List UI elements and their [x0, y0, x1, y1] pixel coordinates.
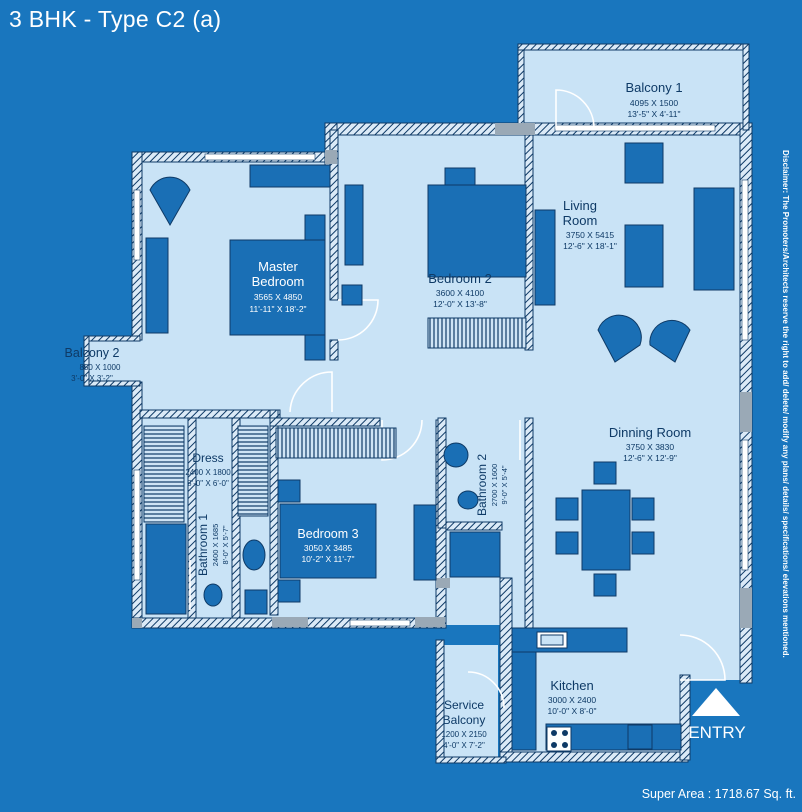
kitchen-name: Kitchen [550, 678, 593, 693]
page-title: 3 BHK - Type C2 (a) [9, 6, 222, 32]
bathroom1-name: Bathroom 1 [196, 514, 210, 576]
kitchen-ft: 10'-0" X 8'-0" [548, 706, 597, 716]
dress-mm: 2400 X 1800 [185, 468, 231, 477]
master-mm: 3565 X 4850 [254, 292, 302, 302]
balcony1-mm: 4095 X 1500 [630, 98, 678, 108]
bedroom3-name: Bedroom 3 [297, 527, 358, 541]
furniture [145, 142, 735, 751]
chair-left [597, 314, 642, 363]
bedroom2-name: Bedroom 2 [428, 271, 492, 286]
bedroom2-ft: 12'-0" X 13'-8" [433, 299, 487, 309]
living-ft: 12'-6" X 18'-1" [563, 241, 617, 251]
super-area: Super Area : 1718.67 Sq. ft. [641, 787, 796, 801]
armchair [624, 142, 664, 184]
balcony2-mm: 850 X 1000 [80, 363, 121, 372]
bedroom2-bed [427, 184, 527, 278]
master-name1: Master [258, 259, 298, 274]
balcony2-name: Balcony 2 [65, 346, 120, 360]
coffee-table [624, 224, 664, 288]
window-panes [133, 124, 749, 627]
dining-table [581, 489, 631, 571]
dress-name: Dress [192, 451, 223, 465]
living-name2: Room [563, 213, 598, 228]
master-ft: 11'-11" X 18'-2" [249, 304, 306, 314]
bathroom2-ft: 9'-0" X 5'-4" [500, 465, 509, 504]
wardrobes [143, 317, 527, 523]
balcony2-ft: 3'-0" X 3'-2" [71, 374, 113, 383]
living-mm: 3750 X 5415 [566, 230, 614, 240]
bedroom3-bed [279, 503, 377, 579]
bathroom1-mm: 2400 X 1685 [211, 524, 220, 567]
disclaimer-text: Disclaimer: The Promoters/Architects res… [781, 150, 790, 658]
master-name2: Bedroom [252, 274, 305, 289]
living-name1: Living [563, 198, 597, 213]
bedroom3-mm: 3050 X 3485 [304, 543, 352, 553]
bedroom2-mm: 3600 X 4100 [436, 288, 484, 298]
dress-ft: 8'-0" X 6'-0" [187, 479, 229, 488]
balcony1-ft: 13'-5" X 4'-11" [627, 109, 680, 119]
doors [189, 89, 726, 709]
master-bed [229, 239, 326, 336]
sofa [693, 187, 735, 291]
bathroom2-name: Bathroom 2 [475, 454, 489, 516]
kitchen-fixtures [536, 631, 572, 752]
entry-marker: ENTRY [688, 688, 746, 742]
chair-right [649, 320, 691, 363]
windows [132, 123, 752, 628]
balcony1-name: Balcony 1 [625, 80, 682, 95]
bathroom1-ft: 8'-0" X 5'-7" [221, 525, 230, 564]
room-labels: Balcony 1 4095 X 1500 13'-5" X 4'-11" Li… [65, 80, 692, 750]
bedroom3-ft: 10'-2" X 11'-7" [301, 554, 354, 564]
dining-name: Dinning Room [609, 425, 691, 440]
dining-ft: 12'-6" X 12'-9" [623, 453, 677, 463]
service-balcony-ft: 4'-0" X 7'-2" [443, 741, 485, 750]
service-balcony-name1: Service [444, 698, 484, 712]
service-balcony-mm: 1200 X 2150 [441, 730, 487, 739]
dining-mm: 3750 X 3830 [626, 442, 674, 452]
entry-label: ENTRY [688, 723, 745, 742]
bathroom2-mm: 2700 X 1600 [490, 464, 499, 507]
kitchen-mm: 3000 X 2400 [548, 695, 596, 705]
service-balcony-name2: Balcony [443, 713, 486, 727]
